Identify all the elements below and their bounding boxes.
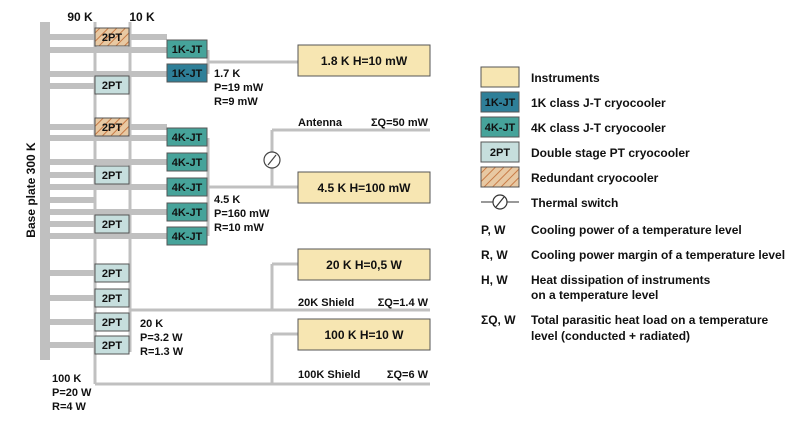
l20k-r: R=1.3 W	[140, 346, 184, 358]
pt-cooler-5	[94, 288, 130, 308]
legend-instruments-swatch	[480, 66, 520, 88]
connector-lines	[40, 22, 430, 386]
legend-q-desc-2: level (conducted + radiated)	[531, 329, 690, 343]
jt4k-cooler-2	[166, 152, 208, 172]
jt4k-cooler-4	[166, 202, 208, 222]
pt-cooler-7-label: 2PT	[102, 340, 122, 352]
pt-cooler-1-label: 2PT	[102, 80, 122, 92]
jt1k-cooler-2-label: 1K-JT	[172, 68, 203, 80]
pt-cooler-6-label: 2PT	[102, 317, 122, 329]
jt4k-cooler-2-label: 4K-JT	[172, 157, 203, 169]
legend-h-desc-2: on a temperature level	[531, 288, 658, 302]
legend-jt4k-label: 4K class J-T cryocooler	[531, 121, 666, 135]
shield-20k-sum-q: ΣQ=1.4 W	[378, 297, 429, 309]
stage-90k-label: 90 K	[67, 10, 93, 24]
pt-cooler-7	[94, 335, 130, 355]
l20k-p: P=3.2 W	[140, 332, 183, 344]
pt-cooler-4-label: 2PT	[102, 268, 122, 280]
redundant-pt-cooler-2	[94, 117, 130, 137]
pt-cooler-2-label: 2PT	[102, 170, 122, 182]
legend-r-desc: Cooling power margin of a temperature le…	[531, 248, 785, 262]
legend: Instruments 1K-JT 1K class J-T cryocoole…	[480, 66, 785, 343]
jt1k-cooler-1-label: 1K-JT	[172, 44, 203, 56]
instrument-box-100k-label: 100 K H=10 W	[324, 328, 404, 342]
stage-10k-label: 10 K	[129, 10, 155, 24]
l4_5k-r: R=10 mW	[214, 222, 264, 234]
legend-h-key: H, W	[481, 273, 508, 287]
shield-100k-label: 100K Shield	[298, 369, 360, 381]
l20k-temp: 20 K	[140, 318, 163, 330]
legend-pt-label: Double stage PT cryocooler	[531, 146, 690, 160]
legend-p-desc: Cooling power of a temperature level	[531, 223, 742, 237]
jt4k-cooler-3-label: 4K-JT	[172, 182, 203, 194]
legend-jt1k-swatch	[480, 91, 520, 113]
pt-cooler-3-label: 2PT	[102, 219, 122, 231]
jt1k-cooler-1	[166, 39, 208, 59]
legend-h-desc-1: Heat dissipation of instruments	[531, 273, 711, 287]
l100k-temp: 100 K	[52, 373, 81, 385]
instrument-box-1_8k	[297, 44, 431, 77]
legend-q-key: ΣQ, W	[481, 313, 516, 327]
l4_5k-p: P=160 mW	[214, 208, 270, 220]
pt-cooler-2	[94, 165, 130, 185]
instrument-box-20k	[297, 248, 431, 281]
redundant-pt-cooler-2-label: 2PT	[102, 122, 122, 134]
legend-jt1k-swatch-label: 1K-JT	[485, 97, 516, 109]
legend-jt4k-swatch-label: 4K-JT	[485, 122, 516, 134]
legend-jt4k-swatch	[480, 116, 520, 138]
pt-cooler-5-label: 2PT	[102, 293, 122, 305]
legend-redundant-swatch	[480, 166, 520, 188]
pt-cooler-6	[94, 312, 130, 332]
legend-r-key: R, W	[481, 248, 508, 262]
pt-cooler-1	[94, 75, 130, 95]
base-plate-bar	[40, 22, 50, 360]
jt4k-cooler-1-label: 4K-JT	[172, 132, 203, 144]
legend-thermal-switch-icon	[481, 194, 519, 210]
legend-instruments-label: Instruments	[531, 71, 600, 85]
antenna-sum-q: ΣQ=50 mW	[371, 117, 429, 129]
shield-20k-label: 20K Shield	[298, 297, 354, 309]
jt4k-cooler-5-label: 4K-JT	[172, 231, 203, 243]
instrument-box-1_8k-label: 1.8 K H=10 mW	[321, 54, 408, 68]
instrument-box-100k	[297, 318, 431, 351]
legend-pt-swatch-label: 2PT	[490, 147, 510, 159]
instrument-box-4_5k	[297, 171, 431, 204]
l100k-r: R=4 W	[52, 401, 87, 413]
instrument-box-4_5k-label: 4.5 K H=100 mW	[317, 181, 411, 195]
pt-cooler-4	[94, 263, 130, 283]
pt-cooler-3	[94, 214, 130, 234]
legend-q-desc-1: Total parasitic heat load on a temperatu…	[531, 313, 768, 327]
l1_8k-temp: 1.7 K	[214, 68, 240, 80]
l4_5k-temp: 4.5 K	[214, 194, 240, 206]
base-plate-label: Base plate 300 K	[24, 142, 38, 238]
jt1k-cooler-2	[166, 63, 208, 83]
shield-100k-sum-q: ΣQ=6 W	[387, 369, 429, 381]
jt4k-cooler-5	[166, 226, 208, 246]
jt4k-cooler-4-label: 4K-JT	[172, 207, 203, 219]
antenna-label: Antenna	[298, 117, 343, 129]
redundant-pt-cooler-1	[94, 27, 130, 47]
l1_8k-p: P=19 mW	[214, 82, 264, 94]
jt4k-cooler-3	[166, 177, 208, 197]
l100k-p: P=20 W	[52, 387, 92, 399]
legend-p-key: P, W	[481, 223, 506, 237]
legend-redundant-label: Redundant cryocooler	[531, 171, 659, 185]
thermal-switch-icon	[263, 151, 281, 169]
l1_8k-r: R=9 mW	[214, 96, 258, 108]
legend-jt1k-label: 1K class J-T cryocooler	[531, 96, 666, 110]
legend-thermal-switch-label: Thermal switch	[531, 196, 618, 210]
legend-pt-swatch	[480, 141, 520, 163]
redundant-pt-cooler-1-label: 2PT	[102, 32, 122, 44]
instrument-box-20k-label: 20 K H=0,5 W	[326, 258, 402, 272]
jt4k-cooler-1	[166, 127, 208, 147]
